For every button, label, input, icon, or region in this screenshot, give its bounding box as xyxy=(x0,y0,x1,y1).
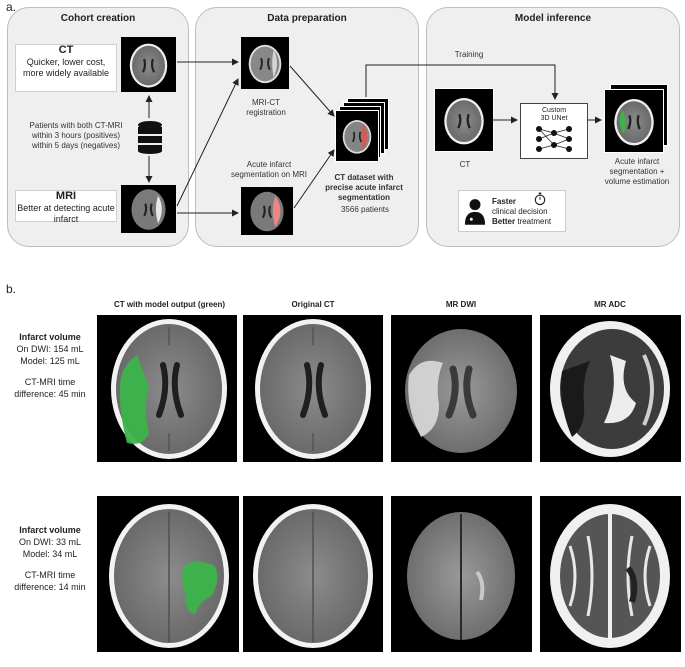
better-rest: treatment xyxy=(515,217,552,226)
unet-model-box: Custom 3D UNet xyxy=(520,103,588,159)
dataset-count: 3566 patients xyxy=(340,205,390,214)
database-icon xyxy=(137,120,163,154)
faster-rest: clinical decision xyxy=(492,207,548,216)
training-label: Training xyxy=(454,50,484,59)
case-1-original-ct xyxy=(243,315,383,462)
faster-bold: Faster xyxy=(492,197,517,206)
col-title-mr-adc: MR ADC xyxy=(594,300,626,309)
stopwatch-icon xyxy=(534,192,546,206)
cohort-creation-title: Cohort creation xyxy=(60,13,136,24)
data-preparation-title: Data preparation xyxy=(267,13,347,24)
patients-line-3: within 5 days (negatives) xyxy=(31,141,121,150)
registration-label: MRI-CT registration xyxy=(235,98,297,118)
segmentation-scan xyxy=(241,187,293,235)
case-1-mr-adc xyxy=(540,315,681,462)
case-2-heading: Infarct volume xyxy=(19,525,81,535)
dataset-line-3: segmentation xyxy=(337,193,390,202)
ct-heading: CT xyxy=(58,44,74,56)
case-1-mr-dwi xyxy=(391,315,532,462)
network-icon xyxy=(536,126,572,152)
case-1-time-label: CT-MRI time xyxy=(24,377,76,387)
case-2-info: Infarct volume On DWI: 33 mL Model: 34 m… xyxy=(2,524,98,593)
inference-output-label: Acute infarct segmentation + volume esti… xyxy=(598,157,676,187)
case-1-heading: Infarct volume xyxy=(19,332,81,342)
ct-description: Quicker, lower cost, more widely availab… xyxy=(22,57,110,78)
inference-output-scan xyxy=(604,89,664,153)
dataset-line-2: precise acute infarct xyxy=(325,183,403,192)
benefits-box: Faster clinical decision Better treatmen… xyxy=(458,190,566,232)
patients-criteria: Patients with both CT-MRI within 3 hours… xyxy=(20,121,132,151)
segmentation-label: Acute infarct segmentation on MRI xyxy=(225,160,313,180)
registration-line-2: registration xyxy=(246,108,286,117)
case-2-ct-model-output xyxy=(97,496,239,652)
panel-b-label: b. xyxy=(6,282,17,296)
cohort-mri-scan xyxy=(121,185,176,233)
case-1-dwi-volume: On DWI: 154 mL xyxy=(16,344,84,354)
ct-description-box: CT Quicker, lower cost, more widely avai… xyxy=(15,44,117,92)
person-icon xyxy=(464,199,486,225)
registration-line-1: MRI-CT xyxy=(252,98,280,107)
col-title-model-output: CT with model output (green) xyxy=(113,300,226,309)
panel-a-label: a. xyxy=(6,0,17,14)
case-1-time-diff: difference: 45 min xyxy=(14,389,86,399)
cohort-ct-scan xyxy=(121,37,176,92)
output-line-1: Acute infarct xyxy=(614,157,660,166)
unet-line-2: 3D UNet xyxy=(540,115,568,122)
case-2-mr-adc xyxy=(540,496,681,652)
case-1-ct-model-output xyxy=(97,315,237,462)
mri-heading: MRI xyxy=(55,190,77,202)
mri-description: Better at detecting acute infarct xyxy=(17,203,115,224)
better-bold: Better xyxy=(492,217,516,226)
case-2-time-label: CT-MRI time xyxy=(24,570,76,580)
case-2-mr-dwi xyxy=(391,496,532,652)
mri-description-box: MRI Better at detecting acute infarct xyxy=(15,190,117,224)
dataset-line-1: CT dataset with xyxy=(334,173,394,182)
case-2-dwi-volume: On DWI: 33 mL xyxy=(18,537,81,547)
case-2-model-volume: Model: 34 mL xyxy=(22,549,78,559)
inference-ct-scan xyxy=(434,88,494,152)
segmentation-line-2: segmentation on MRI xyxy=(230,170,308,179)
dataset-scan xyxy=(335,110,379,162)
col-title-original-ct: Original CT xyxy=(291,300,335,309)
case-2-time-diff: difference: 14 min xyxy=(14,582,86,592)
case-1-info: Infarct volume On DWI: 154 mL Model: 125… xyxy=(2,331,98,400)
case-1-model-volume: Model: 125 mL xyxy=(20,356,80,366)
output-line-3: volume estimation xyxy=(604,177,670,186)
col-title-mr-dwi: MR DWI xyxy=(445,300,477,309)
output-line-2: segmentation + xyxy=(609,167,665,176)
registration-scan xyxy=(241,37,289,89)
inference-ct-label: CT xyxy=(459,160,471,169)
patients-line-2: within 3 hours (positives) xyxy=(31,131,121,140)
case-2-original-ct xyxy=(243,496,383,652)
segmentation-line-1: Acute infarct xyxy=(246,160,292,169)
model-inference-title: Model inference xyxy=(514,13,592,24)
patients-line-1: Patients with both CT-MRI xyxy=(29,121,123,130)
dataset-label: CT dataset with precise acute infarct se… xyxy=(310,173,418,203)
unet-line-1: Custom xyxy=(541,107,567,114)
